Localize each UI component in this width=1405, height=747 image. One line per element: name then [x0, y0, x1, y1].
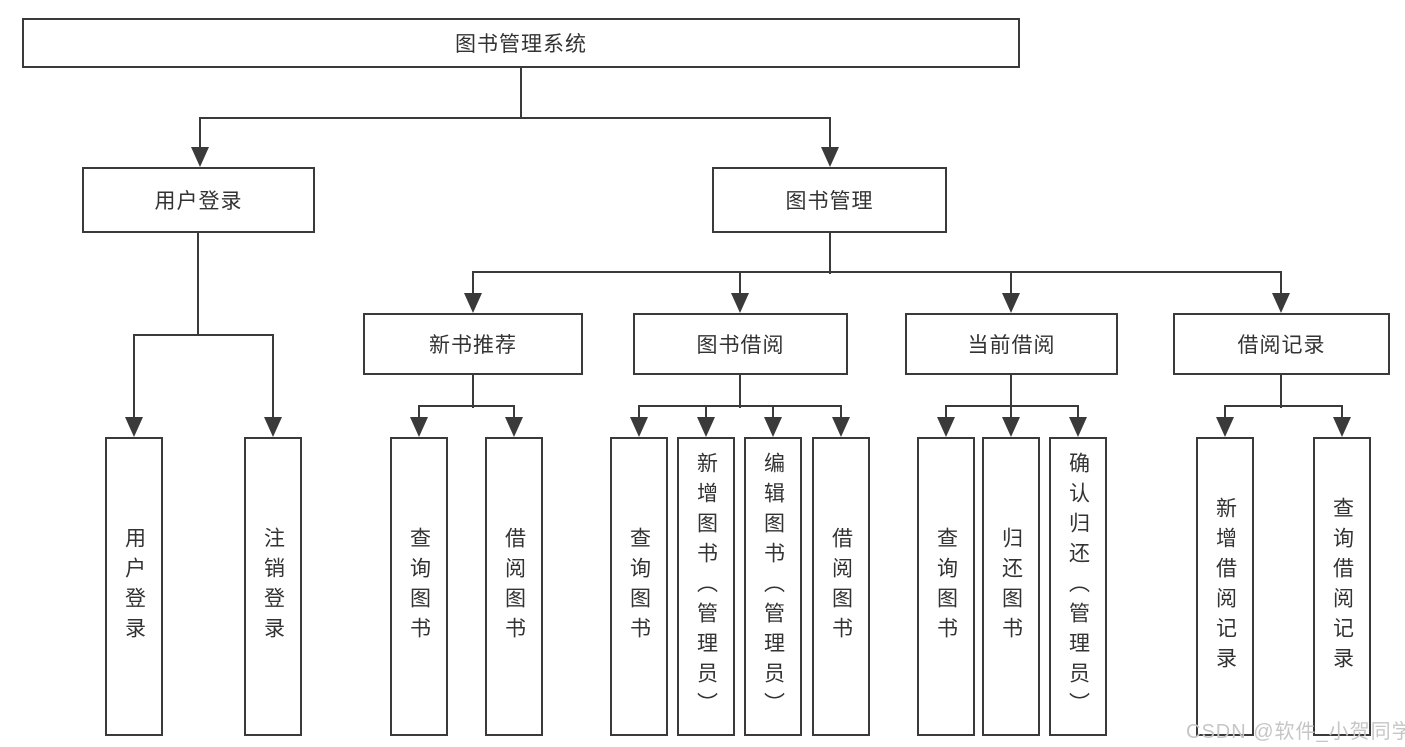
arrowhead-down-icon: [821, 147, 839, 167]
leaf-query-books-recommend: 查询图书: [390, 437, 448, 736]
arrowhead-down-icon: [191, 147, 209, 167]
connector-line: [1341, 406, 1343, 419]
leaf-query-books-current-label: 查询图书: [934, 526, 958, 647]
node-book-borrow: 图书借阅: [633, 313, 848, 375]
csdn-watermark: CSDN @软件_小贺同学: [1186, 721, 1405, 743]
leaf-query-borrow-record: 查询借阅记录: [1313, 437, 1371, 736]
connector-line: [418, 405, 515, 407]
node-current-borrow: 当前借阅: [905, 313, 1118, 375]
leaf-query-borrow-record-label: 查询借阅记录: [1330, 496, 1354, 677]
connector-line: [513, 406, 515, 419]
connector-line: [638, 406, 640, 419]
node-book-management: 图书管理: [712, 167, 947, 233]
arrowhead-down-icon: [1002, 293, 1020, 313]
leaf-logout-label: 注销登录: [261, 526, 285, 647]
leaf-add-books-admin: 新增图书（管理员）: [677, 437, 735, 736]
connector-line: [199, 118, 201, 149]
leaf-add-books-admin-label: 新增图书（管理员）: [694, 451, 718, 722]
leaf-logout: 注销登录: [244, 437, 302, 736]
leaf-query-books-borrow: 查询图书: [610, 437, 668, 736]
arrowhead-down-icon: [832, 417, 850, 437]
arrowhead-down-icon: [1216, 417, 1234, 437]
leaf-confirm-return-admin: 确认归还（管理员）: [1049, 437, 1107, 736]
arrowhead-down-icon: [1002, 417, 1020, 437]
arrowhead-down-icon: [937, 417, 955, 437]
leaf-borrow-books-recommend: 借阅图书: [485, 437, 543, 736]
arrowhead-down-icon: [731, 293, 749, 313]
arrowhead-down-icon: [1069, 417, 1087, 437]
leaf-query-books-recommend-label: 查询图书: [407, 526, 431, 647]
connector-line: [1010, 375, 1012, 408]
arrowhead-down-icon: [505, 417, 523, 437]
connector-line: [520, 68, 522, 118]
leaf-add-borrow-record: 新增借阅记录: [1196, 437, 1254, 736]
connector-line: [829, 118, 831, 149]
arrowhead-down-icon: [464, 293, 482, 313]
connector-line: [472, 271, 1282, 273]
connector-line: [1010, 406, 1012, 419]
connector-line: [840, 406, 842, 419]
connector-line: [945, 405, 1079, 407]
connector-line: [272, 335, 274, 419]
connector-line: [472, 272, 474, 295]
leaf-borrow-books-recommend-label: 借阅图书: [502, 526, 526, 647]
arrowhead-down-icon: [1272, 293, 1290, 313]
leaf-edit-books-admin: 编辑图书（管理员）: [744, 437, 802, 736]
connector-line: [1010, 272, 1012, 295]
node-borrow-records: 借阅记录: [1173, 313, 1390, 375]
arrowhead-down-icon: [697, 417, 715, 437]
connector-line: [1224, 405, 1343, 407]
arrowhead-down-icon: [410, 417, 428, 437]
connector-line: [418, 406, 420, 419]
connector-line: [739, 272, 741, 295]
arrowhead-down-icon: [264, 417, 282, 437]
connector-line: [739, 375, 741, 408]
leaf-edit-books-admin-label: 编辑图书（管理员）: [761, 451, 785, 722]
connector-line: [772, 406, 774, 419]
connector-line: [1280, 272, 1282, 295]
connector-line: [1077, 406, 1079, 419]
leaf-add-borrow-record-label: 新增借阅记录: [1213, 496, 1237, 677]
node-library-system: 图书管理系统: [22, 18, 1020, 68]
connector-line: [472, 375, 474, 408]
leaf-return-books-label: 归还图书: [999, 526, 1023, 647]
leaf-query-books-borrow-label: 查询图书: [627, 526, 651, 647]
connector-line: [1280, 375, 1282, 408]
connector-line: [199, 117, 831, 119]
arrowhead-down-icon: [1333, 417, 1351, 437]
connector-line: [945, 406, 947, 419]
connector-line: [1224, 406, 1226, 419]
arrowhead-down-icon: [125, 417, 143, 437]
arrowhead-down-icon: [630, 417, 648, 437]
leaf-confirm-return-admin-label: 确认归还（管理员）: [1066, 451, 1090, 722]
leaf-user-login-label: 用户登录: [122, 526, 146, 647]
connector-line: [638, 405, 842, 407]
connector-line: [829, 233, 831, 274]
leaf-user-login: 用户登录: [105, 437, 163, 736]
leaf-borrow-books-label: 借阅图书: [829, 526, 853, 647]
connector-line: [197, 233, 199, 335]
node-new-book-recommend: 新书推荐: [363, 313, 583, 375]
node-user-login: 用户登录: [82, 167, 315, 233]
arrowhead-down-icon: [764, 417, 782, 437]
connector-line: [133, 334, 274, 336]
leaf-borrow-books: 借阅图书: [812, 437, 870, 736]
leaf-return-books: 归还图书: [982, 437, 1040, 736]
connector-line: [705, 406, 707, 419]
leaf-query-books-current: 查询图书: [917, 437, 975, 736]
connector-line: [133, 335, 135, 419]
